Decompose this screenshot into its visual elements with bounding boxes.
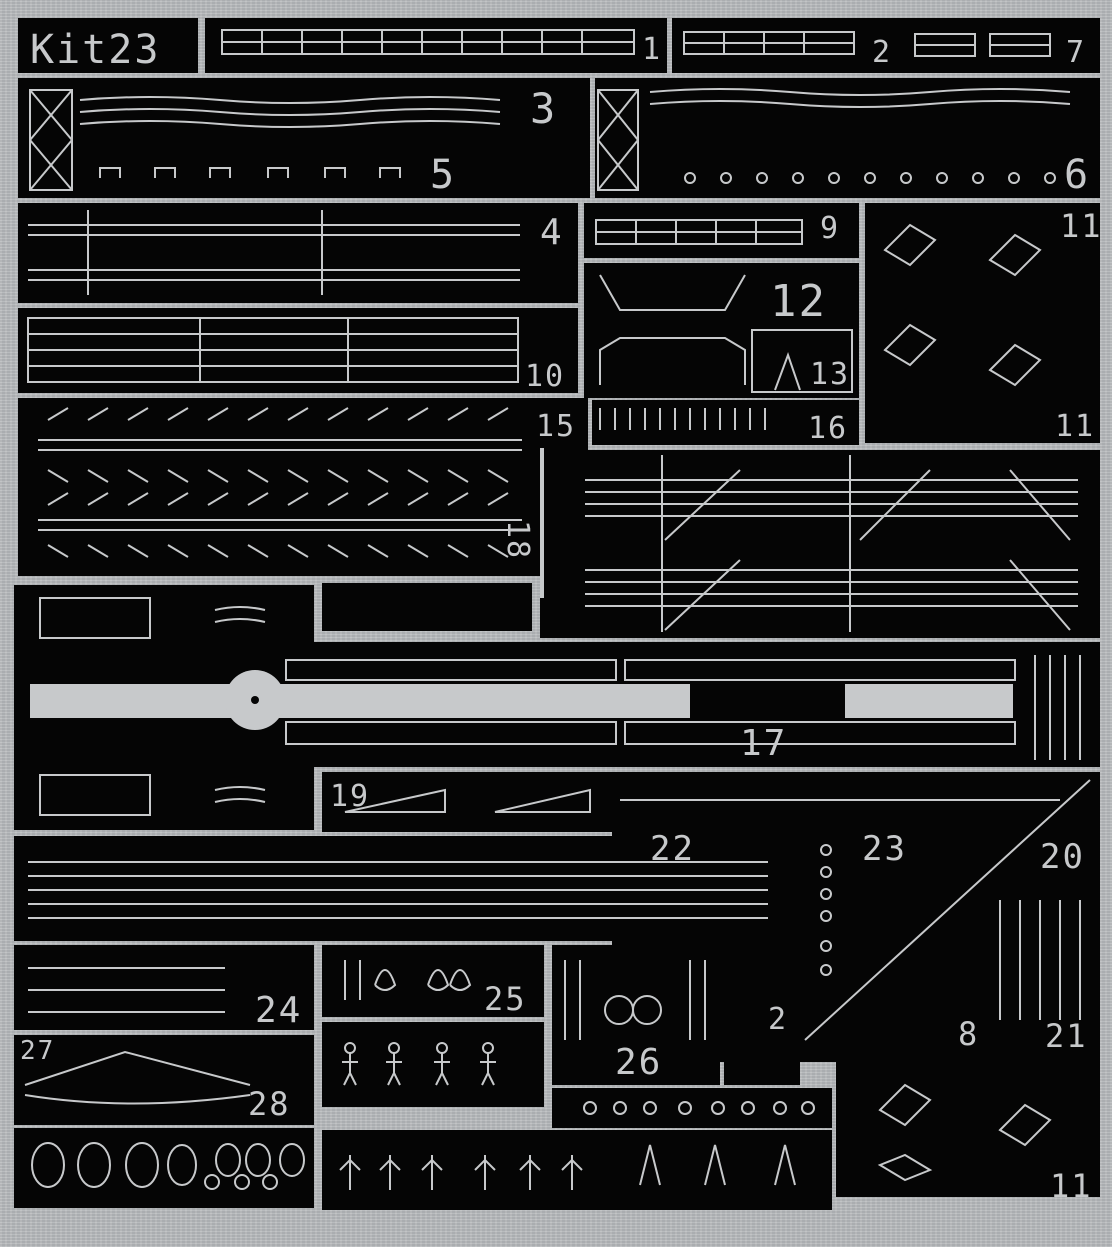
block-part-6: [595, 78, 1100, 198]
chevron-ladder-top: [38, 407, 522, 483]
comb-16: [599, 408, 766, 430]
truss-left: [29, 89, 73, 191]
anchors-row: [339, 1144, 796, 1190]
vent-25b: [427, 969, 450, 991]
part-number-18: 18: [500, 520, 535, 561]
railing-17d: [624, 721, 1016, 745]
frame-17-top: [39, 597, 151, 639]
part-number-10: 10: [525, 359, 566, 394]
deck-strip-17b: [845, 684, 1013, 718]
block-part-15: [18, 398, 588, 576]
clips-17-bottom: [214, 786, 266, 803]
block-part-9: [584, 203, 859, 258]
block-anchors: [322, 1130, 832, 1210]
vent-25a: [374, 969, 397, 991]
part-number-4: 4: [540, 212, 564, 253]
part-number-21-right: 21: [1045, 1017, 1088, 1055]
part-number-2b: 2: [768, 1002, 789, 1037]
wavy-rails-3: [79, 96, 501, 128]
frame-27: [24, 1050, 251, 1086]
railing-17a: [285, 659, 617, 681]
triangle-19b: [494, 788, 591, 813]
sticks-25: [344, 960, 361, 1000]
part-number-8: 8: [958, 1015, 980, 1053]
ring-column-23: [820, 844, 832, 976]
railings-18: [585, 455, 1078, 632]
hull-28: [24, 1094, 251, 1105]
part-number-27: 27: [20, 1036, 56, 1066]
deck-strip-17: [30, 684, 690, 718]
block-part-19: [322, 772, 612, 832]
rails-10: [27, 317, 519, 383]
part-number-9: 9: [820, 211, 841, 246]
part-number-1: 1: [642, 32, 663, 67]
frame-12a: [599, 274, 746, 311]
railing-17c: [624, 659, 1016, 681]
block-part-17-comb: [322, 583, 532, 631]
part-number-22: 22: [650, 829, 695, 869]
strip-rails: [28, 861, 768, 919]
part-number-25: 25: [484, 980, 527, 1018]
block-title: [18, 18, 198, 73]
figures-row: [342, 1042, 496, 1086]
block-part-2b: [724, 945, 800, 1085]
part-number-6: 6: [1064, 152, 1091, 198]
part-number-17: 17: [740, 723, 788, 764]
sheet-title: Kit23: [30, 27, 161, 73]
clips-5: [99, 167, 401, 178]
frame-12b: [599, 337, 746, 385]
truss-right: [597, 89, 639, 191]
part-number-12: 12: [770, 276, 827, 327]
railing-posts-1: [261, 30, 583, 54]
part-number-24: 24: [255, 990, 303, 1031]
rings-row: [31, 1142, 305, 1190]
clips-17-top: [214, 606, 266, 623]
part-number-11-top: 11: [1060, 207, 1103, 245]
part-number-15: 15: [536, 409, 577, 444]
rails-4: [28, 210, 520, 295]
block-part-11-top: [865, 203, 1100, 443]
rods-24: [28, 967, 225, 1013]
figure-eight-26: [604, 995, 663, 1025]
divider-18: [540, 448, 544, 598]
part-number-2: 2: [872, 35, 893, 70]
anchor-13: [774, 352, 801, 391]
block-part-11-bottom: [836, 1062, 1100, 1197]
block-part-24: [14, 945, 314, 1030]
block-part-4: [18, 203, 578, 303]
part-number-13: 13: [810, 357, 851, 392]
diagonal-20: [804, 779, 1091, 1041]
part-number-28: 28: [248, 1085, 291, 1123]
part-number-5: 5: [430, 152, 457, 198]
wavy-rails-6: [649, 88, 1071, 108]
block-strip-rails: [14, 836, 780, 941]
hooks-6: [684, 172, 1056, 184]
railing-17b: [285, 721, 617, 745]
part-number-3: 3: [530, 84, 558, 133]
part-number-11-mid: 11: [1055, 409, 1096, 444]
block-part-16: [592, 400, 859, 445]
block-part-27-28: [14, 1035, 314, 1125]
chevron-ladder-bottom: [38, 492, 522, 558]
part-number-16: 16: [808, 411, 849, 446]
chevrons-11-bottom: [877, 1083, 1052, 1182]
part-number-7: 7: [1066, 35, 1087, 70]
ladders-26: [564, 960, 706, 1040]
vent-25c: [449, 969, 472, 991]
frame-13: [751, 329, 853, 393]
ladder-21: [999, 900, 1081, 1020]
part-number-19: 19: [330, 779, 371, 814]
triangle-19a: [344, 788, 446, 813]
part-number-20: 20: [1040, 837, 1085, 877]
part-number-23: 23: [862, 829, 907, 869]
chevrons-11-top: [883, 223, 1042, 387]
part-number-26: 26: [615, 1042, 663, 1083]
part-number-11-bottom: 11: [1050, 1167, 1093, 1205]
block-part-1: [205, 18, 667, 73]
hooks-row: [583, 1101, 815, 1115]
frame-17-bottom: [39, 774, 151, 816]
block-figures: [322, 1022, 544, 1107]
